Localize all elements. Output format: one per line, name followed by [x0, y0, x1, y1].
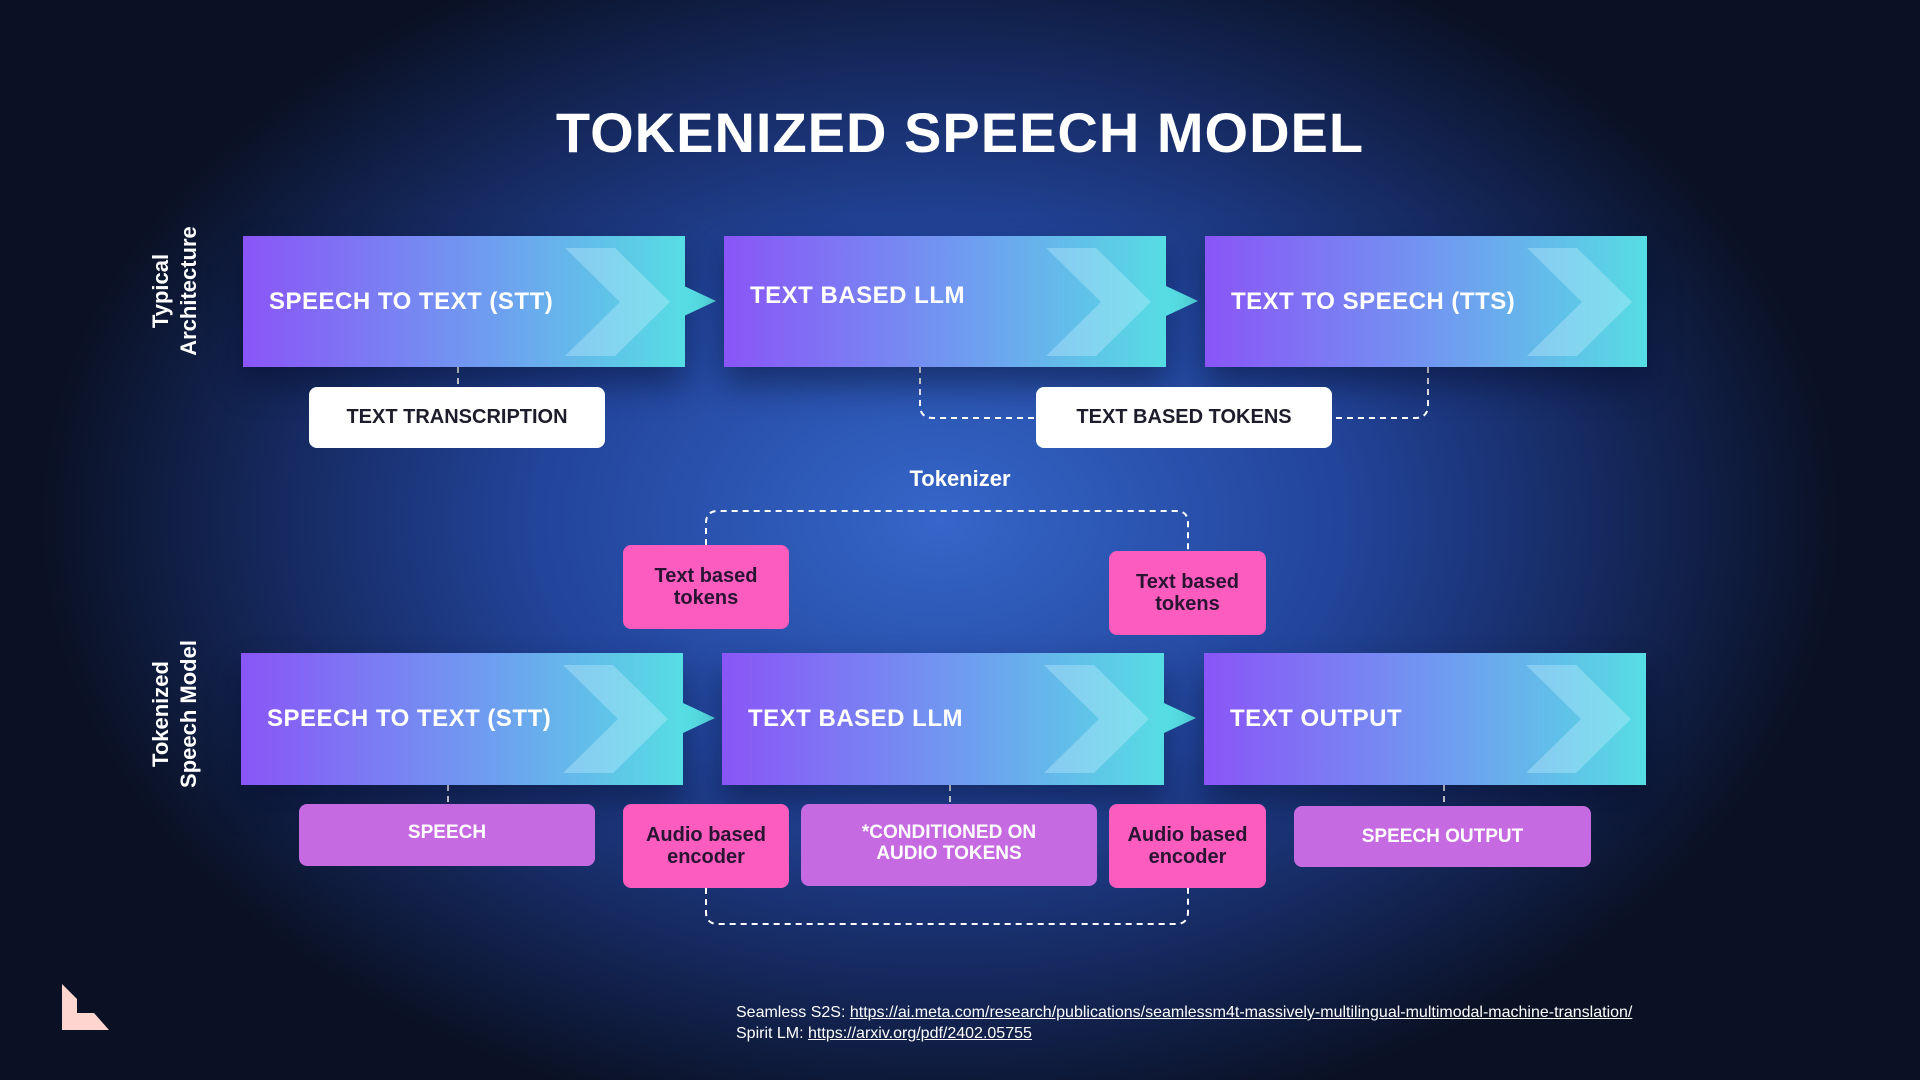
stage-stt-tokenized: SPEECH TO TEXT (STT)	[241, 653, 683, 785]
stage-label: TEXT BASED LLM	[748, 705, 963, 732]
footnote-spirit: Spirit LM: https://arxiv.org/pdf/2402.05…	[736, 1025, 1032, 1042]
footnote-seamless: Seamless S2S: https://ai.meta.com/resear…	[736, 1004, 1633, 1021]
stage-label: SPEECH TO TEXT (STT)	[269, 287, 554, 315]
flow-arrow	[1166, 286, 1198, 316]
chevron-icon	[1046, 248, 1151, 356]
text-based-tokens-label: TEXT BASED TOKENS	[1036, 387, 1332, 448]
stage-label: SPEECH TO TEXT (STT)	[267, 705, 552, 732]
chevron-icon	[1526, 665, 1631, 773]
text-transcription-label: TEXT TRANSCRIPTION	[309, 387, 605, 448]
chevron-icon	[563, 665, 668, 773]
seamless-link[interactable]: https://ai.meta.com/research/publication…	[849, 1004, 1633, 1021]
speech-label: SPEECH	[299, 804, 595, 866]
page-title: TOKENIZED SPEECH MODEL	[555, 101, 1365, 164]
spirit-lm-link[interactable]: https://arxiv.org/pdf/2402.05755	[808, 1025, 1032, 1042]
stage-text-output: TEXT OUTPUT	[1204, 653, 1646, 785]
speech-output-label: SPEECH OUTPUT	[1294, 806, 1591, 867]
chevron-icon	[565, 248, 670, 356]
audio-encoder-right: Audio based encoder	[1109, 804, 1266, 888]
text-tokens-left: Text based tokens	[623, 545, 789, 629]
flow-arrow	[683, 703, 715, 733]
audio-encoder-left: Audio based encoder	[623, 804, 789, 888]
stage-tts: TEXT TO SPEECH (TTS)	[1205, 236, 1647, 367]
stage-llm-tokenized: TEXT BASED LLM	[722, 653, 1164, 785]
chevron-icon	[1527, 248, 1632, 356]
stage-stt: SPEECH TO TEXT (STT)	[243, 236, 685, 367]
flow-arrow	[1164, 703, 1196, 733]
conditioned-label: *CONDITIONED ON AUDIO TOKENS	[801, 804, 1097, 886]
flow-arrow	[684, 286, 716, 316]
logo-icon	[62, 984, 109, 1030]
stage-label: TEXT OUTPUT	[1230, 705, 1403, 732]
tokenizer-label: Tokenizer	[909, 466, 1011, 491]
stage-label: TEXT TO SPEECH (TTS)	[1231, 287, 1516, 315]
text-tokens-right: Text based tokens	[1109, 551, 1266, 635]
stage-llm: TEXT BASED LLM	[724, 236, 1166, 367]
chevron-icon	[1044, 665, 1149, 773]
stage-label: TEXT BASED LLM	[750, 282, 965, 309]
